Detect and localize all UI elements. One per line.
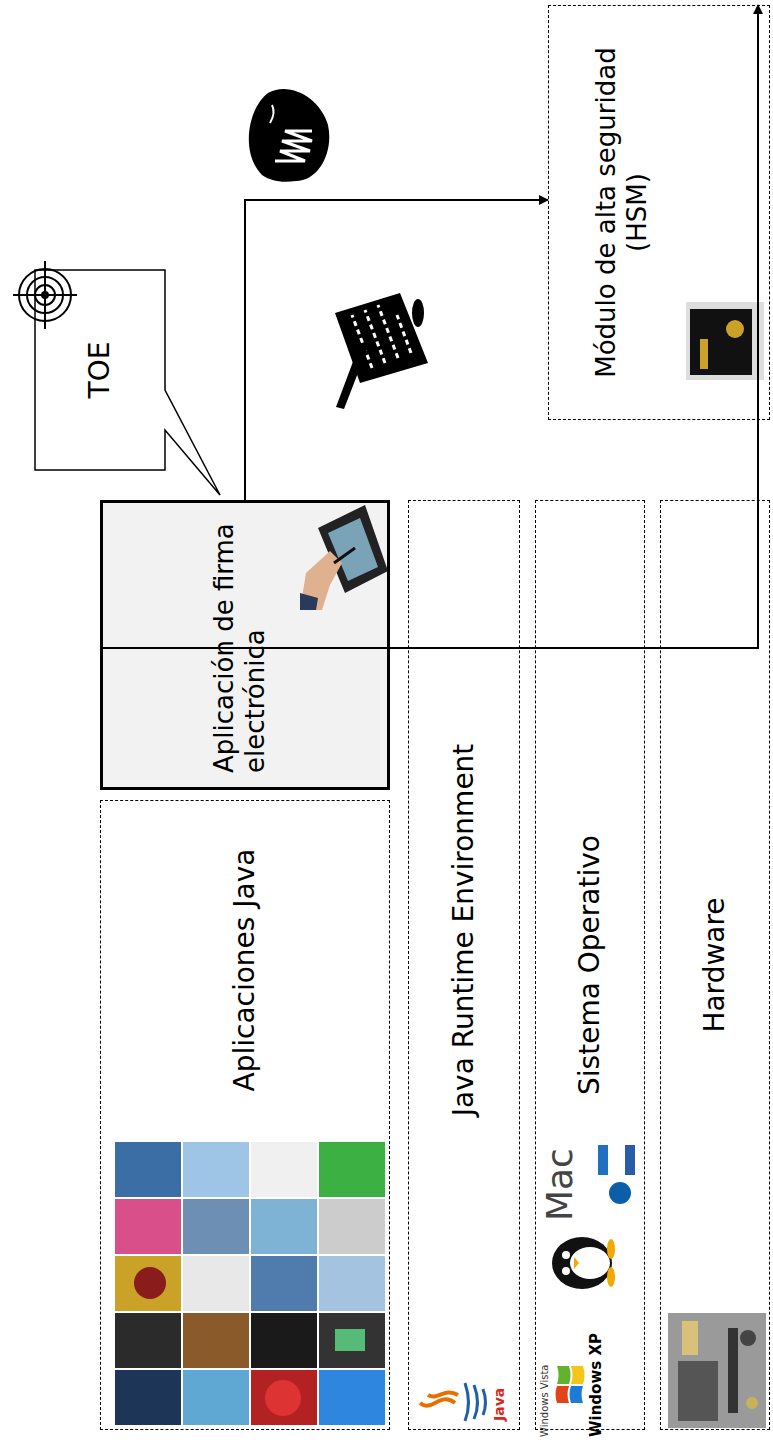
logo-text: Java: [492, 1388, 507, 1421]
signature-pad-photo: [300, 505, 388, 610]
flow-arrow: [245, 200, 548, 500]
logo-text: Mac: [540, 1148, 580, 1221]
node-label: Aplicación de firma electrónica: [209, 513, 271, 773]
layer-box: Aplicaciones Java: [100, 800, 390, 1430]
callout-outline-path: [35, 270, 220, 495]
layer-box: Hardware: [660, 500, 770, 1430]
hardware-photo: [668, 1313, 766, 1428]
hsm-card: [686, 302, 764, 380]
box-fill: [100, 500, 390, 790]
node-label: Aplicaciones Java: [228, 849, 262, 1092]
node-label: Java Runtime Environment: [447, 744, 481, 1117]
java-logo: [420, 1383, 486, 1421]
hsm-box: Módulo de alta seguridad (HSM): [548, 5, 770, 420]
node-label: Sistema Operativo: [573, 835, 607, 1095]
node-label: TOE: [83, 342, 117, 399]
layer-box: Java Runtime Environment: [408, 500, 520, 1430]
target-icon: [13, 261, 77, 329]
blob-document-icon: [249, 89, 329, 182]
callout-box: TOE: [35, 270, 165, 470]
signed-document-icon: [335, 293, 428, 409]
app-mosaic: [115, 1142, 385, 1425]
toe-box: Aplicación de firma electrónica: [100, 500, 390, 790]
node-label: Hardware: [698, 897, 732, 1032]
layer-box: Sistema Operativo: [535, 500, 645, 1430]
node-label: Módulo de alta seguridad (HSM): [591, 15, 653, 410]
logo-text: Windows XP: [588, 1333, 605, 1437]
logo-text: Windows Vista: [539, 1365, 550, 1437]
